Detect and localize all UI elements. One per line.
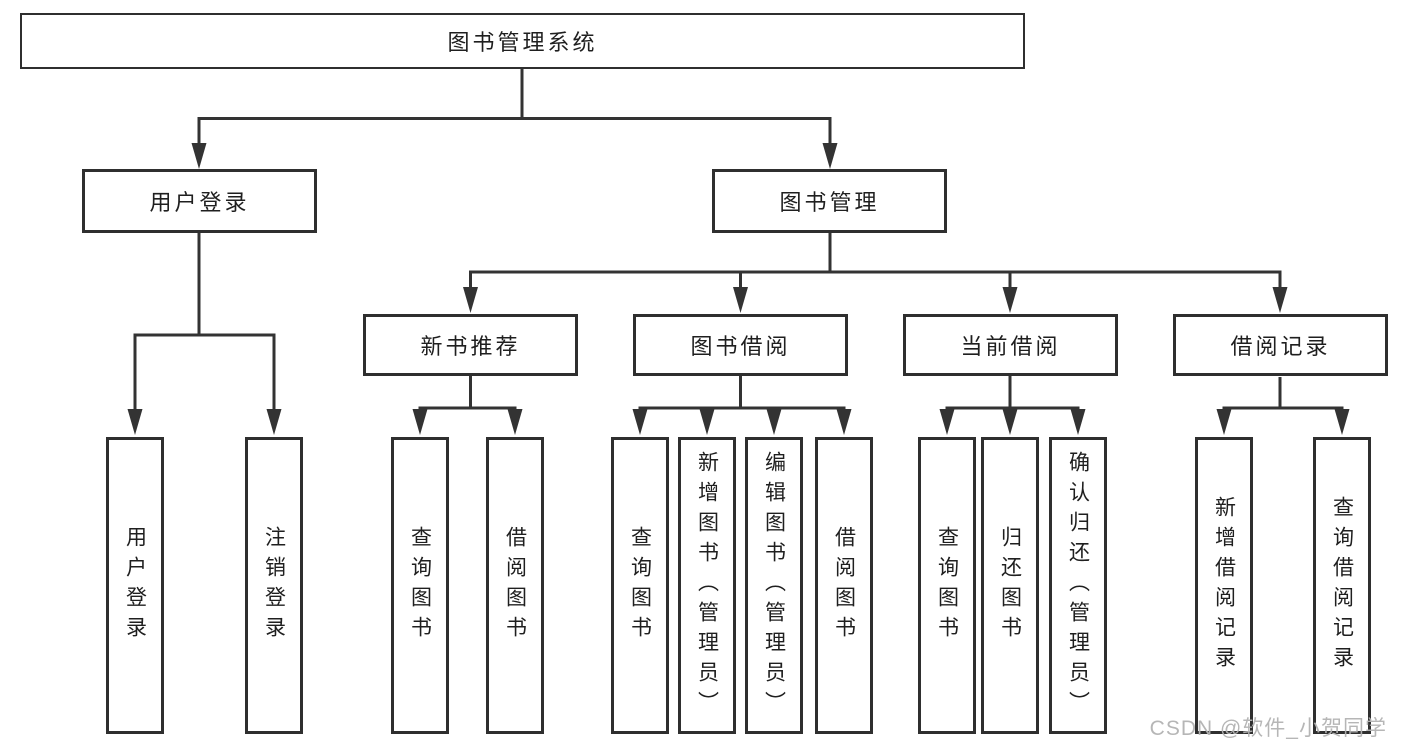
csdn-watermark: CSDN @软件_小贺同学 — [1149, 717, 1387, 740]
node-book-borrow: 图书借阅 — [633, 314, 848, 376]
node-user-login: 用户登录 — [82, 169, 317, 233]
node-leaf-nb-borrow-books: 借阅图书 — [486, 437, 544, 734]
node-new-book-recommend: 新书推荐 — [363, 314, 578, 376]
node-borrow-records: 借阅记录 — [1173, 314, 1388, 376]
node-root: 图书管理系统 — [20, 13, 1025, 69]
node-current-borrow: 当前借阅 — [903, 314, 1118, 376]
node-leaf-br-query-record: 查询借阅记录 — [1313, 437, 1371, 734]
node-leaf-bb-query-books: 查询图书 — [611, 437, 669, 734]
node-leaf-br-add-record: 新增借阅记录 — [1195, 437, 1253, 734]
node-leaf-bb-edit-books-admin: 编辑图书（管理员） — [745, 437, 803, 734]
node-leaf-user-login: 用户登录 — [106, 437, 164, 734]
node-leaf-cb-return-books: 归还图书 — [981, 437, 1039, 734]
node-leaf-logout: 注销登录 — [245, 437, 303, 734]
node-leaf-cb-confirm-return-admin: 确认归还（管理员） — [1049, 437, 1107, 734]
node-leaf-nb-query-books: 查询图书 — [391, 437, 449, 734]
node-leaf-cb-query-books: 查询图书 — [918, 437, 976, 734]
node-book-management: 图书管理 — [712, 169, 947, 233]
node-leaf-bb-borrow-books: 借阅图书 — [815, 437, 873, 734]
node-leaf-bb-add-books-admin: 新增图书（管理员） — [678, 437, 736, 734]
